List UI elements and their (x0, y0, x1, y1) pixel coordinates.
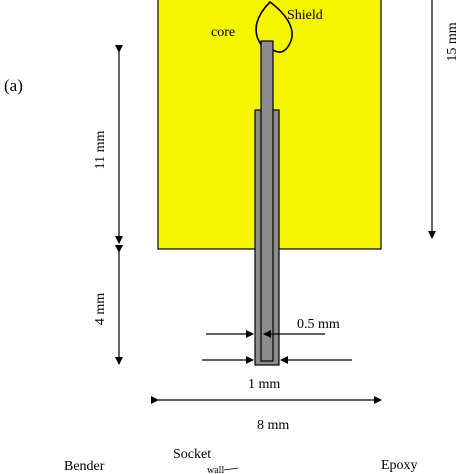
bender-label: Bender (64, 459, 105, 474)
dim-15mm-label: 15 mm (445, 22, 460, 61)
socket-wall-leader (223, 467, 239, 471)
panel-label: (a) (4, 76, 23, 95)
dim-4mm-label: 4 mm (93, 293, 108, 325)
dim-8mm-label: 8 mm (257, 418, 289, 433)
wall-label: wall (207, 465, 224, 474)
dim-05mm-label: 0.5 mm (297, 317, 340, 332)
epoxy-label: Epoxy (381, 458, 418, 473)
socket-label: Socket (173, 447, 211, 462)
dim-11mm-label: 11 mm (93, 131, 108, 170)
core-rod (260, 40, 274, 362)
shield-label: Shield (287, 8, 323, 23)
core-label: core (211, 25, 235, 40)
dim-1mm-label: 1 mm (248, 377, 280, 392)
